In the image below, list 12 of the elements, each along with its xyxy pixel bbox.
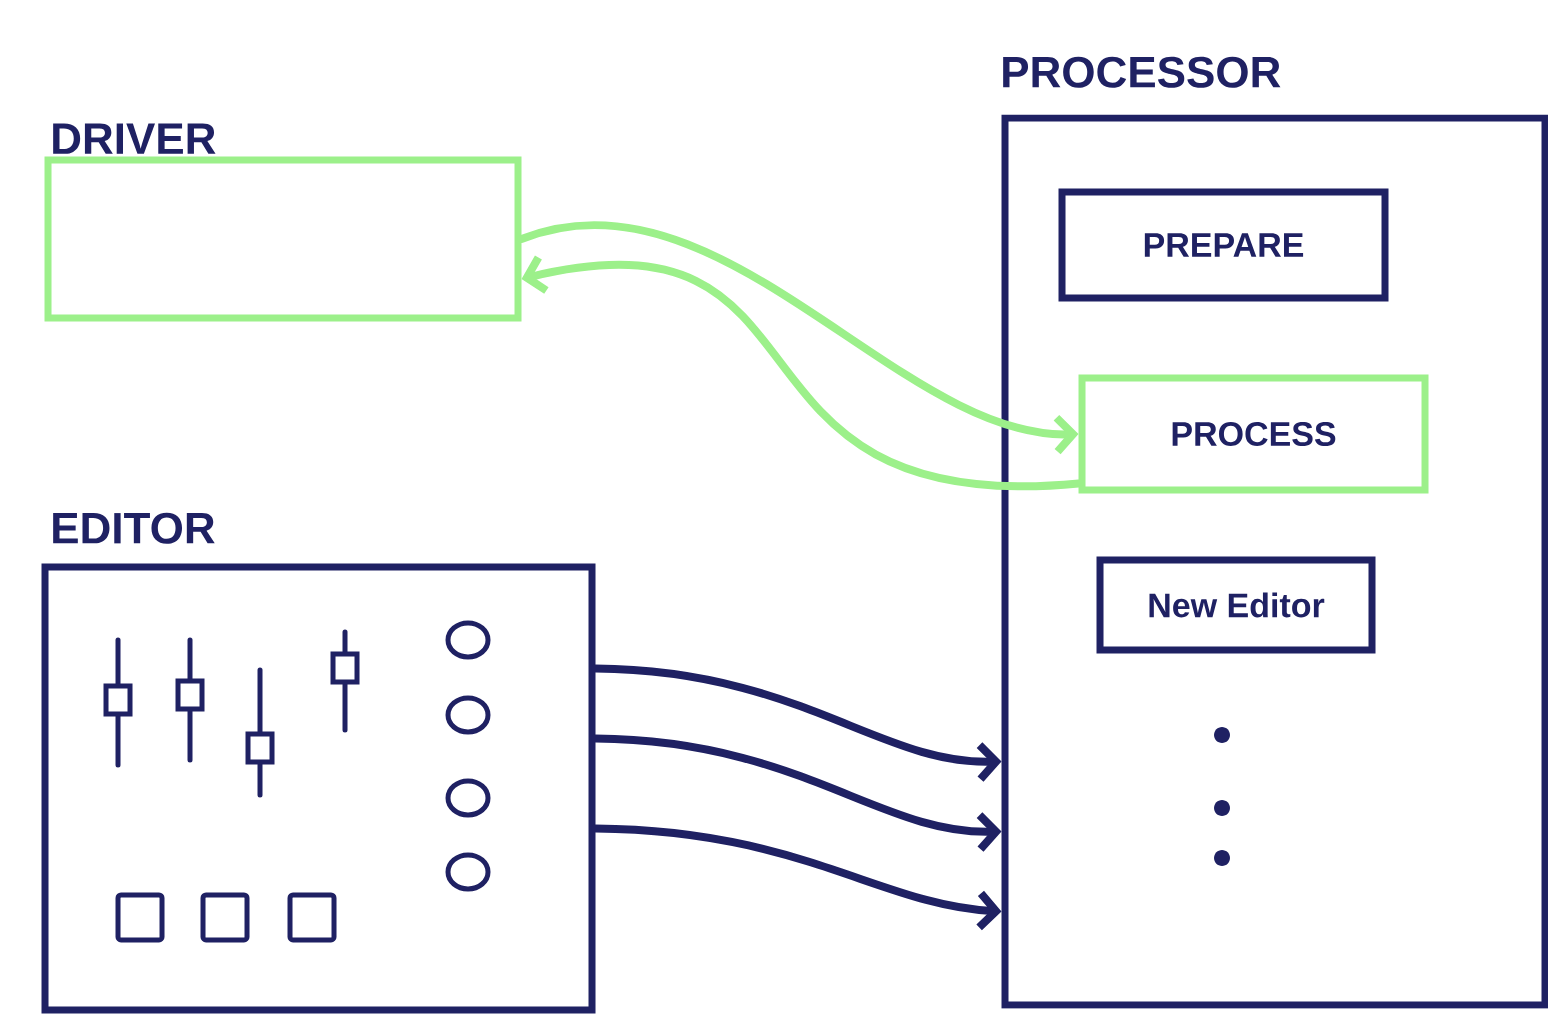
arrow	[591, 824, 1002, 931]
step-box: PROCESS	[1078, 374, 1429, 494]
arrow	[521, 255, 1083, 490]
step-box: New Editor	[1096, 556, 1376, 654]
arrow	[591, 734, 1002, 852]
node-label: DRIVER	[53, 123, 216, 154]
driver-box: DRIVER	[44, 123, 522, 322]
step-box: PREPARE	[1058, 188, 1389, 302]
arrow	[591, 664, 1002, 782]
node-label: PROCESSOR	[1003, 56, 1281, 88]
node-label: EDITOR	[53, 512, 215, 544]
editor-panel: EDITOR	[41, 512, 596, 1014]
